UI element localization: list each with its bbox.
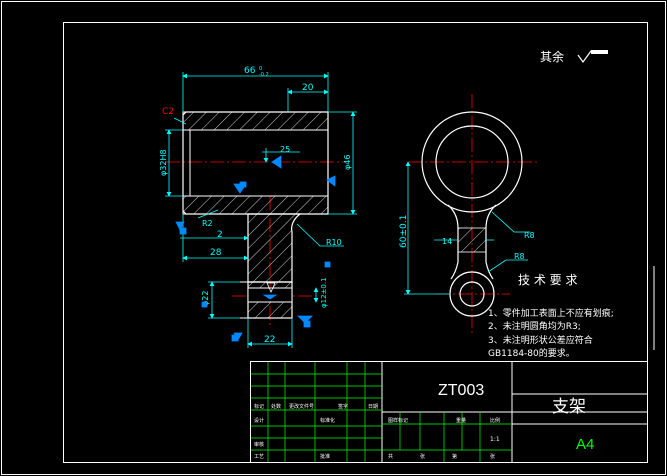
note-item-4: GB1184-80的要求。 xyxy=(488,347,575,359)
technical-requirements: 技 术 要 求 1、零件加工表面上不应有划痕; 2、未注明圆角均为R3; 3、未… xyxy=(488,273,614,359)
note-item-3: 3、未注明形状公差应符合 xyxy=(488,334,593,346)
bottom-boss-hole xyxy=(459,281,485,307)
dim-r8-top: R8 xyxy=(524,231,535,240)
svg-text:-0.2: -0.2 xyxy=(259,72,269,78)
part-name: 支架 xyxy=(552,397,586,417)
dim-overall-length: 66 xyxy=(244,66,256,76)
tb-label-no: 第 xyxy=(452,453,457,460)
front-section-view: 66 0 -0.2 20 C2 φ32H8 φ46 25 R2 2 28 R10… xyxy=(159,66,357,348)
dim-offset-28: 28 xyxy=(210,248,222,258)
dim-boss-dia: φ22 xyxy=(201,291,210,306)
tb-label-approve: 批准 xyxy=(320,453,330,460)
tb-label-sign: 签字 xyxy=(338,403,348,410)
cylinder-wall-bottom xyxy=(182,195,329,215)
dim-center-distance: 60±0.1 xyxy=(399,215,409,248)
dim-bore-dia: φ32H8 xyxy=(159,149,168,176)
tb-label-sheets: 张 xyxy=(420,453,425,460)
tb-label-review: 审核 xyxy=(254,441,264,448)
side-view: 60±0.1 14 R8 R8 xyxy=(399,94,540,334)
dim-top-right: 20 xyxy=(302,83,314,93)
title-block: 标记 处数 更改文件号 签字 日期 设计 标准化 审核 工艺 批准 图样标记 重… xyxy=(250,361,648,463)
roughness-symbols xyxy=(175,155,336,342)
dim-boss-hole: φ12±0.1 xyxy=(320,277,328,308)
note-item-1: 1、零件加工表面上不应有划痕; xyxy=(488,307,614,319)
dim-outer-dia: φ46 xyxy=(343,155,352,170)
tb-label-mark: 标记 xyxy=(254,403,264,410)
tb-label-sheet: 张 xyxy=(490,453,495,460)
dim-web-width: 14 xyxy=(442,237,452,246)
tb-label-total: 共 xyxy=(388,453,393,460)
dim-small: 25 xyxy=(280,145,290,154)
tb-label-drawing-mark: 图样标记 xyxy=(388,417,408,424)
top-ring-inner xyxy=(435,125,509,199)
tb-label-scale: 比例 xyxy=(490,417,500,424)
tb-label-count: 处数 xyxy=(271,403,281,410)
tb-label-weight: 重量 xyxy=(456,417,466,424)
web-section xyxy=(247,213,302,283)
cylinder-wall-top xyxy=(182,111,329,131)
dim-fillet: R10 xyxy=(326,238,342,247)
dim-radius-left: R2 xyxy=(202,219,213,228)
dim-r8-bottom: R8 xyxy=(514,252,525,261)
dim-boss-width: 22 xyxy=(264,335,275,345)
dim-overall-tolerance: 0 xyxy=(259,66,262,72)
tb-label-standard: 标准化 xyxy=(320,417,335,424)
tb-label-process: 工艺 xyxy=(254,454,264,460)
notes-title: 技 术 要 求 xyxy=(518,273,577,287)
note-item-2: 2、未注明圆角均为R3; xyxy=(488,320,581,332)
drawing-number: ZT003 xyxy=(438,382,484,399)
surface-roughness-note: 其余 xyxy=(540,49,608,64)
top-ring-outer xyxy=(421,111,523,213)
sheet-size: A4 xyxy=(576,436,594,453)
tb-label-change-doc: 更改文件号 xyxy=(289,403,314,410)
dim-web-thick: 2 xyxy=(217,230,223,240)
surface-note-label: 其余 xyxy=(540,49,564,64)
tb-scale-value: 1:1 xyxy=(490,436,500,443)
tb-label-date: 日期 xyxy=(368,404,378,410)
dim-chamfer: C2 xyxy=(162,107,174,117)
side-web-section xyxy=(457,227,487,253)
tb-label-design: 设计 xyxy=(254,417,264,424)
